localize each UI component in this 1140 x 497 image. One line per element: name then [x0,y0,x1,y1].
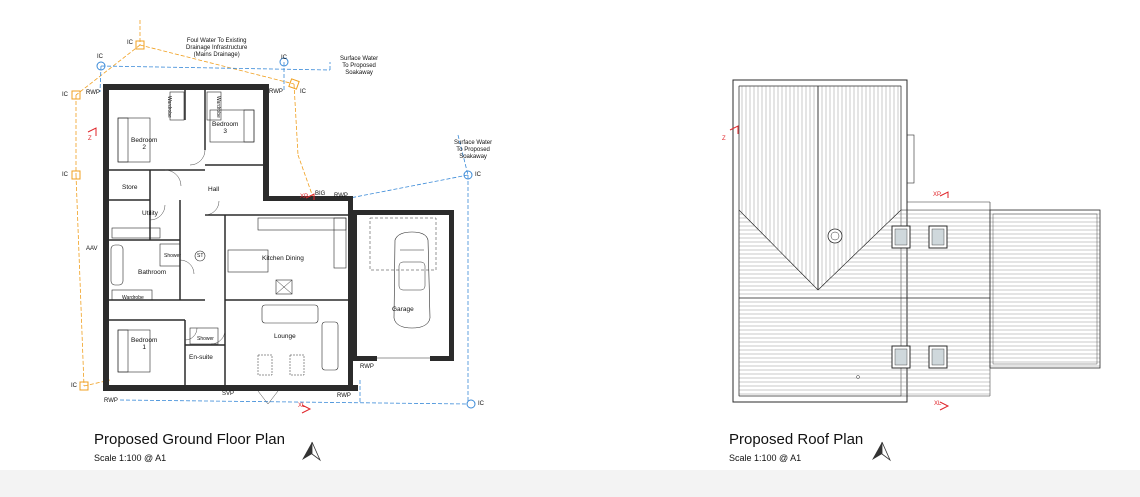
shower-label-1: Shower [164,253,181,259]
room-bathroom: Bathroom [138,269,167,276]
rooflights [891,225,948,369]
inspection-chambers [71,40,476,409]
marker-xl-ground: XL [298,403,306,409]
tag-ic-top-blue: IC [97,54,103,60]
tag-aav: AAV [86,246,98,252]
tag-ic-bottom-left: IC [71,383,77,389]
section-markers [87,127,315,414]
room-en-suite: En-suite [189,354,213,361]
room-garage: Garage [392,306,414,313]
shower-label-2: Shower [197,336,214,342]
tag-svp: SVP [222,391,235,397]
marker-z-ground: Z [88,136,92,142]
roof-plan [729,79,1101,462]
room-bedroom-1: Bedroom 1 [131,337,158,351]
wardrobe-label-3: Wardrobe [122,295,144,301]
tag-rwp-bottom-mid: RWP [337,393,351,399]
tag-big: BIG [315,191,326,197]
roof-plan-scale: Scale 1:100 @ A1 [729,453,802,463]
wardrobe-label-2: Wardrobe [215,96,221,118]
tag-rwp-bottom-left: RWP [104,398,118,404]
tag-rwp-bottom-right: RWP [360,364,374,370]
wardrobe-label-1: Wardrobe [166,96,172,118]
tag-ic-left-2: IC [62,172,68,178]
tag-ic-top-blue-2: IC [281,55,287,61]
tag-ic-bottom-right: IC [478,401,484,407]
room-hall: Hall [208,186,220,193]
tag-rwp-mid: RWP [334,193,348,199]
surface-drainage-lines [99,62,469,405]
room-lounge: Lounge [274,333,296,340]
surface-water-note-1: Surface Water To Proposed Soakaway [340,56,379,76]
bottom-strip [0,470,1140,497]
tag-ic-right: IC [300,89,306,95]
ground-floor-scale: Scale 1:100 @ A1 [94,453,167,463]
room-utility: Utility [142,210,158,217]
room-kitchen-dining: Kitchen Dining [262,255,304,262]
foul-water-note: Foul Water To Existing Drainage Infrastr… [186,38,248,58]
drawing-canvas [71,20,1101,462]
st-label: ST [197,253,204,259]
marker-xl-roof: XL [934,401,942,407]
room-bedroom-3: Bedroom 3 [212,121,239,135]
tag-ic-left-1: IC [62,92,68,98]
marker-z-roof: Z [722,136,726,142]
surface-water-note-2: Surface Water To Proposed Soakaway [454,140,493,160]
tag-rwp-top-right: RWP [269,89,283,95]
house-walls [103,84,358,405]
room-store: Store [122,184,138,191]
foul-drainage-lines [75,20,315,387]
room-bedroom-2: Bedroom 2 [131,137,158,151]
marker-xp-roof: XP [933,192,942,198]
ground-floor-plan [71,20,476,462]
garage [353,210,454,361]
tag-ic-top: IC [127,40,133,46]
tag-ic-mid: IC [475,172,481,178]
ground-floor-title: Proposed Ground Floor Plan [94,431,285,448]
north-arrow-icon [872,441,891,462]
roof-plan-title: Proposed Roof Plan [729,431,864,448]
marker-xp-ground: XP [300,194,309,200]
tag-rwp-top-left: RWP [86,90,100,96]
north-arrow-icon [302,441,321,462]
